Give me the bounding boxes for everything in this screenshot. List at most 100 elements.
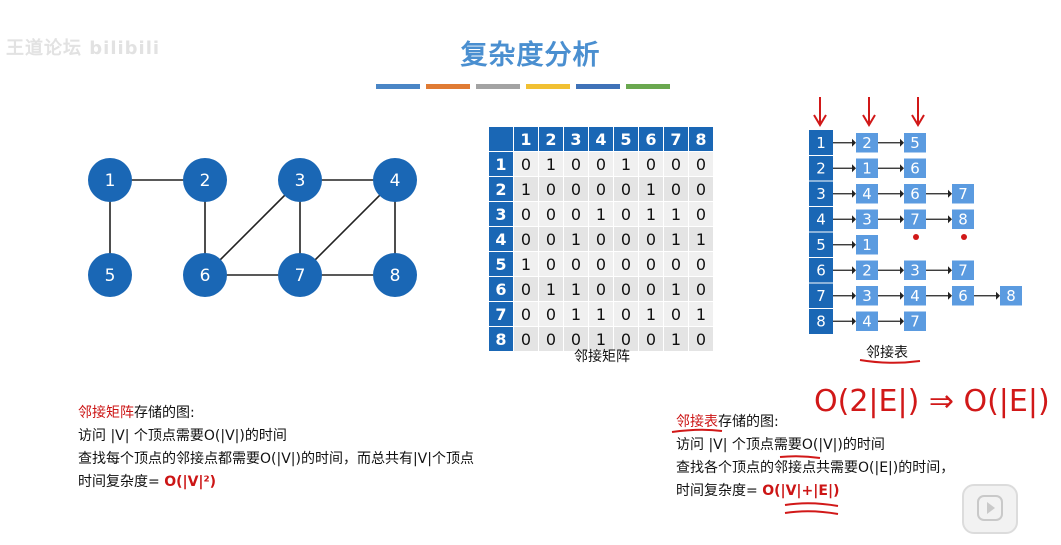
matrix-cell: 1 <box>663 326 689 352</box>
matrix-row-header: 6 <box>488 276 514 302</box>
matrix-cell: 0 <box>513 301 539 327</box>
adjlist-arrowhead <box>900 189 904 198</box>
matrix-col-header: 8 <box>688 126 714 152</box>
matrix-cell: 0 <box>588 151 614 177</box>
matrix-cell: 1 <box>588 201 614 227</box>
matrix-cell: 1 <box>663 201 689 227</box>
graph-edge <box>299 179 396 276</box>
adjlist-node-label: 7 <box>910 211 920 229</box>
adjlist-head-label: 4 <box>816 211 826 229</box>
matrix-cell: 1 <box>663 276 689 302</box>
red-underline-mark <box>859 359 921 364</box>
play-button[interactable] <box>962 484 1018 534</box>
graph-edge <box>204 179 301 276</box>
graph-node-label: 8 <box>390 266 401 286</box>
matrix-caption: 邻接矩阵 <box>574 349 630 365</box>
adjlist-arrowhead <box>900 291 904 300</box>
watermark: 王道论坛 bilibili <box>6 38 161 59</box>
adjlist-head-label: 5 <box>816 236 826 254</box>
red-underline-marks <box>671 428 839 515</box>
adjlist-node-label: 6 <box>910 185 920 203</box>
adjlist-node-label: 2 <box>862 134 872 152</box>
adjlist-node <box>952 286 974 306</box>
matrix-cell: 1 <box>563 301 589 327</box>
matrix-cell: 0 <box>538 326 564 352</box>
list-line3-label: 时间复杂度= <box>676 483 763 499</box>
matrix-cell: 0 <box>663 176 689 202</box>
matrix-cell: 1 <box>613 151 639 177</box>
matrix-row-header: 7 <box>488 301 514 327</box>
matrix-cell: 0 <box>638 276 664 302</box>
matrix-cell: 0 <box>538 176 564 202</box>
adjlist-node <box>856 133 878 153</box>
graph-node <box>183 158 227 202</box>
graph-node-label: 2 <box>200 171 211 191</box>
adjlist-node-label: 7 <box>958 185 968 203</box>
graph-node <box>373 253 417 297</box>
matrix-cell: 0 <box>688 251 714 277</box>
red-arrow-mark <box>911 97 925 127</box>
matrix-row-header: 1 <box>488 151 514 177</box>
adjlist-node-label: 7 <box>910 313 920 331</box>
adjlist-arrowhead <box>996 291 1000 300</box>
matrix-cell: 0 <box>613 301 639 327</box>
matrix-row-header: 2 <box>488 176 514 202</box>
adjlist-node <box>856 235 878 255</box>
adjlist-arrowhead <box>852 240 856 249</box>
red-arrow-mark <box>813 97 827 127</box>
adjlist-node <box>952 209 974 229</box>
matrix-row-header: 8 <box>488 326 514 352</box>
matrix-cell: 0 <box>638 226 664 252</box>
adjlist-arrowhead <box>948 266 952 275</box>
matrix-col-header: 4 <box>588 126 614 152</box>
adjlist-arrowhead <box>900 164 904 173</box>
adjlist-node-label: 5 <box>910 134 920 152</box>
adjlist-arrowhead <box>852 189 856 198</box>
adjlist-node <box>904 286 926 306</box>
adjlist-node <box>904 311 926 331</box>
list-complexity-value: O(|V|+|E|) <box>762 483 840 499</box>
color-swatch <box>426 84 470 89</box>
graph-node <box>88 158 132 202</box>
adjlist-node <box>856 311 878 331</box>
matrix-cell: 0 <box>538 301 564 327</box>
matrix-line3-label: 时间复杂度= <box>78 474 165 490</box>
matrix-cell: 0 <box>688 276 714 302</box>
adjlist-head-label: 2 <box>816 160 826 178</box>
matrix-cell: 0 <box>688 176 714 202</box>
list-title-red: 邻接表 <box>676 414 718 430</box>
matrix-cell: 0 <box>638 151 664 177</box>
color-swatch <box>476 84 520 89</box>
matrix-cell: 0 <box>613 176 639 202</box>
matrix-cell: 1 <box>538 276 564 302</box>
matrix-cell: 1 <box>513 251 539 277</box>
adjlist-node-label: 4 <box>862 185 872 203</box>
matrix-cell: 0 <box>588 226 614 252</box>
adjlist-node-label: 2 <box>862 262 872 280</box>
matrix-cell: 0 <box>513 326 539 352</box>
adjlist-arrowhead <box>948 215 952 224</box>
matrix-title-rest: 存储的图: <box>134 405 195 421</box>
list-title-rest: 存储的图: <box>718 414 779 430</box>
adjlist-caption: 邻接表 <box>866 345 908 361</box>
adjlist-node <box>856 158 878 178</box>
matrix-col-header: 7 <box>663 126 689 152</box>
list-line1: 访问 |V| 个顶点需要O(|V|)的时间 <box>676 437 885 453</box>
adjlist-node <box>904 209 926 229</box>
matrix-cell: 0 <box>563 251 589 277</box>
matrix-cell: 0 <box>563 326 589 352</box>
adjlist-node-label: 4 <box>862 313 872 331</box>
matrix-col-header: 5 <box>613 126 639 152</box>
matrix-col-header: 3 <box>563 126 589 152</box>
adjlist-arrowhead <box>852 138 856 147</box>
matrix-row-header: 3 <box>488 201 514 227</box>
matrix-row-header: 5 <box>488 251 514 277</box>
matrix-cell: 0 <box>613 251 639 277</box>
matrix-cell: 0 <box>538 201 564 227</box>
matrix-cell: 0 <box>563 176 589 202</box>
adjlist-arrowhead <box>900 215 904 224</box>
matrix-line2: 查找每个顶点的邻接点都需要O(|V|)的时间，而总共有|V|个顶点 <box>78 451 474 467</box>
matrix-cell: 0 <box>513 151 539 177</box>
graph-node <box>373 158 417 202</box>
